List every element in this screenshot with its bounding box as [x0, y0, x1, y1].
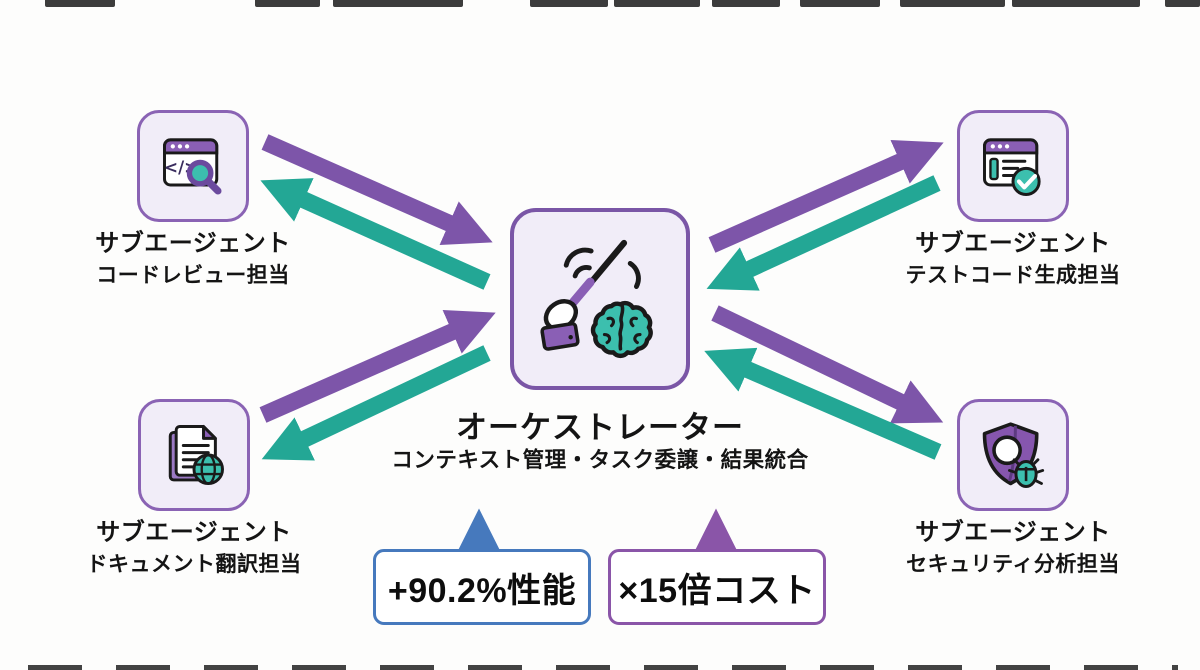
- cropped-text-artifact: [1012, 0, 1140, 7]
- cost-stat-badge: ×15倍コスト: [608, 549, 826, 625]
- arrow-orchestrator-to-test-gen-purple: [708, 140, 944, 253]
- arrow-test-gen-to-orchestrator-teal: [706, 175, 941, 291]
- cropped-text-artifact: [800, 0, 880, 7]
- shield-bug-icon: [982, 422, 1045, 488]
- arrow-orchestrator-to-security-purple: [711, 305, 944, 424]
- doc-translate-agent-label: サブエージェント ドキュメント翻訳担当: [64, 518, 324, 578]
- performance-stat-label: +90.2%性能: [387, 571, 577, 610]
- orchestrator-subtitle: コンテキスト管理・タスク委譲・結果統合: [391, 448, 809, 472]
- agent-role-line2: セキュリティ分析担当: [906, 553, 1120, 576]
- code-review-agent-label: サブエージェント コードレビュー担当: [63, 229, 323, 289]
- arrow-security-to-orchestrator-teal: [704, 347, 942, 460]
- cropped-text-artifact: [900, 0, 1005, 7]
- code-review-magnifier-icon: </>: [163, 138, 222, 195]
- security-agent-label: サブエージェント セキュリティ分析担当: [883, 518, 1143, 578]
- doc-translate-agent-node: [138, 399, 250, 511]
- agent-role-line2: コードレビュー担当: [96, 264, 290, 287]
- cropped-text-artifact: [255, 0, 320, 7]
- document-globe-icon: [168, 425, 224, 485]
- arrow-code-review-to-orchestrator-purple: [261, 134, 493, 245]
- cropped-text-artifact: [530, 0, 608, 7]
- agent-role-line1: サブエージェント: [915, 230, 1111, 257]
- test-gen-agent-node: [957, 110, 1069, 222]
- cropped-text-artifact: [45, 0, 115, 7]
- cost-stat-label: ×15倍コスト: [618, 571, 816, 610]
- code-review-agent-node: </>: [137, 110, 249, 222]
- cropped-text-artifact: [28, 665, 1178, 670]
- cropped-text-artifact: [333, 0, 463, 7]
- agent-role-line1: サブエージェント: [95, 230, 291, 257]
- cropped-text-artifact: [712, 0, 780, 7]
- orchestrator-title: オーケストレーター: [456, 410, 744, 445]
- performance-stat-badge: +90.2%性能: [373, 549, 591, 625]
- cropped-text-artifact: [1165, 0, 1200, 7]
- test-gen-agent-label: サブエージェント テストコード生成担当: [883, 229, 1143, 289]
- arrow-orchestrator-to-doc-translate-teal: [261, 345, 491, 461]
- cropped-text-artifact: [614, 0, 700, 7]
- arrow-doc-translate-to-orchestrator-purple: [259, 310, 496, 423]
- agent-role-line2: テストコード生成担当: [905, 264, 1121, 287]
- agent-role-line1: サブエージェント: [915, 519, 1111, 546]
- agent-role-line1: サブエージェント: [96, 519, 292, 546]
- conductor-baton-brain-icon: [540, 239, 653, 359]
- test-checklist-check-icon: [983, 138, 1041, 196]
- agent-role-line2: ドキュメント翻訳担当: [86, 553, 302, 576]
- arrow-orchestrator-to-code-review-teal: [260, 178, 491, 290]
- orchestrator-node: [510, 208, 690, 390]
- security-agent-node: [957, 399, 1069, 511]
